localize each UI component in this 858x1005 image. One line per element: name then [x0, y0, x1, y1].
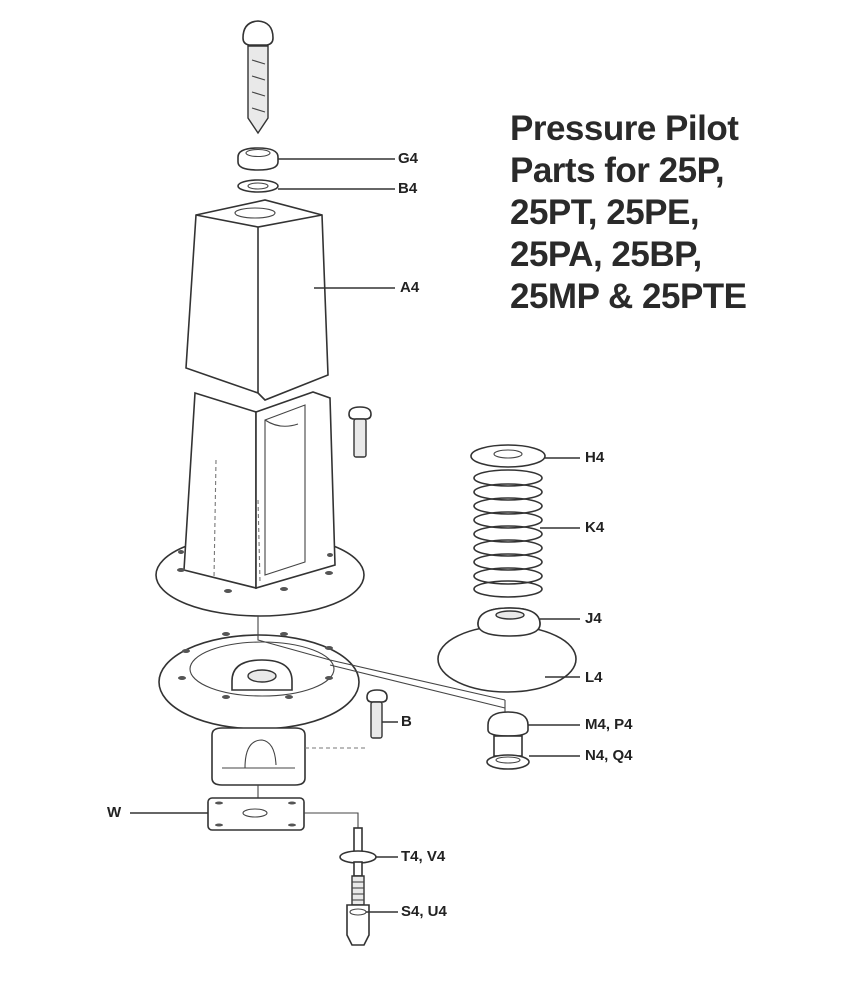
diaphragm-case-icon [158, 632, 506, 730]
callout-label-h4: H4 [585, 449, 605, 466]
b-cap-screw-icon [366, 689, 388, 739]
adjusting-screw-icon [242, 20, 274, 135]
title-line: Parts for 25P, [510, 151, 725, 190]
callout-label-m4-p4: M4, P4 [585, 716, 633, 733]
lock-washer-icon [237, 179, 279, 193]
valve-seat-icon [486, 711, 530, 770]
hex-nut-icon [237, 147, 279, 171]
pilot-body-icon [211, 727, 306, 786]
gasket-icon [207, 797, 305, 831]
callout-label-k4: K4 [585, 519, 605, 536]
diagram-title: Pressure Pilot Parts for 25P, 25PT, 25PE… [510, 108, 747, 318]
cap-screw-icon [348, 406, 372, 458]
callout-label-t4-v4: T4, V4 [401, 848, 446, 865]
callout-label-a4: A4 [400, 279, 420, 296]
spring-housing-lower-icon [155, 391, 365, 617]
callout-label-j4: J4 [585, 610, 602, 627]
title-line: 25PT, 25PE, [510, 193, 700, 232]
callout-label-n4-q4: N4, Q4 [585, 747, 633, 764]
callout-label-b4: B4 [398, 180, 418, 197]
callout-label-l4: L4 [585, 669, 603, 686]
title-line: Pressure Pilot [510, 109, 739, 148]
callout-label-s4-u4: S4, U4 [401, 903, 447, 920]
diaphragm-icon [437, 607, 577, 693]
spring-button-top-icon [470, 444, 546, 468]
spring-icon [473, 469, 543, 598]
callout-label-g4: G4 [398, 150, 419, 167]
title-line: 25MP & 25PTE [510, 277, 747, 316]
callout-label-w: W [107, 804, 122, 821]
callout-label-b: B [401, 713, 412, 730]
spring-housing-upper-icon [185, 199, 329, 401]
title-line: 25PA, 25BP, [510, 235, 702, 274]
pilot-valve-stem-icon [339, 827, 377, 946]
